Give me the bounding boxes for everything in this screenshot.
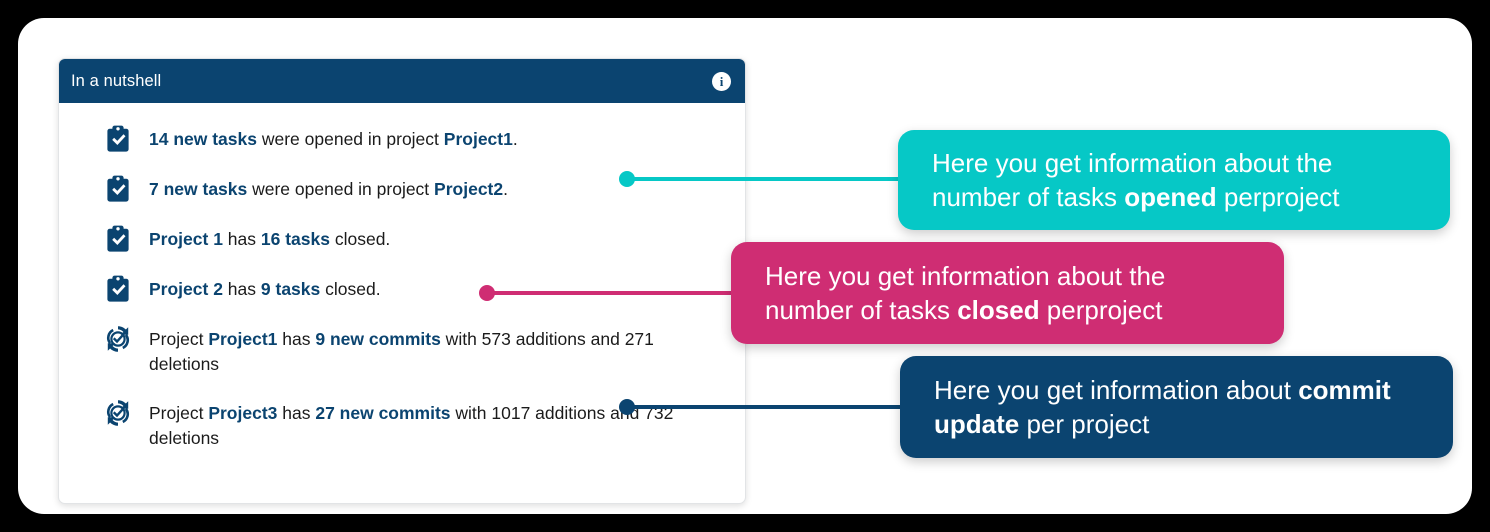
- card-header: In a nutshell i: [59, 59, 745, 103]
- plain-text: has: [277, 402, 316, 423]
- plain-text: has: [222, 229, 261, 249]
- clipboard-check-icon: [101, 122, 135, 156]
- nutshell-row: 14 new tasks were opened in project Proj…: [101, 125, 727, 156]
- emphasis-text: 16 tasks: [260, 229, 330, 249]
- emphasis-text: Project3: [208, 402, 278, 423]
- plain-text: Project: [149, 402, 209, 423]
- commit-sync-check-icon: [101, 396, 135, 430]
- emphasis-text: 14 new tasks: [149, 129, 257, 149]
- plain-text: .: [512, 129, 518, 149]
- plain-text: perproject: [1216, 182, 1340, 212]
- plain-text: .: [503, 179, 508, 199]
- emphasis-text: 7 new tasks: [149, 179, 248, 199]
- nutshell-row: Project 1 has 16 tasks closed.: [101, 225, 727, 256]
- emphasis-text: 27 new commits: [315, 402, 451, 423]
- nutshell-row: 7 new tasks were opened in project Proje…: [101, 175, 727, 206]
- card-title: In a nutshell: [71, 71, 162, 90]
- plain-text: per project: [1019, 409, 1150, 439]
- callout-commit-update: Here you get information about commit up…: [900, 356, 1453, 458]
- emphasis-text: closed: [957, 295, 1040, 325]
- callout-tasks-opened: Here you get information about the numbe…: [898, 130, 1450, 230]
- callout-text: Here you get information about the numbe…: [898, 146, 1450, 215]
- plain-text: with 573 additions and 271 deletions: [149, 329, 654, 374]
- connector-opened: [619, 171, 906, 187]
- plain-text: Project: [149, 329, 209, 349]
- outer-panel: In a nutshell i 14 new tasks were opened…: [18, 18, 1472, 514]
- emphasis-text: Project 1: [149, 229, 223, 249]
- plain-text: Here you get information about: [934, 374, 1299, 405]
- connector-dot: [479, 285, 495, 301]
- nutshell-row-text: 7 new tasks were opened in project Proje…: [149, 175, 508, 202]
- connector-line: [626, 405, 908, 409]
- nutshell-row-text: Project Project1 has 9 new commits with …: [149, 325, 709, 377]
- nutshell-row: Project 2 has 9 tasks closed.: [101, 275, 727, 306]
- plain-text: were opened in project: [247, 179, 435, 199]
- card-body: 14 new tasks were opened in project Proj…: [59, 103, 745, 482]
- callout-tasks-closed: Here you get information about the numbe…: [731, 242, 1284, 344]
- emphasis-text: opened: [1124, 182, 1217, 212]
- emphasis-text: commit update: [934, 374, 1391, 439]
- emphasis-text: Project 2: [149, 279, 223, 299]
- connector-line: [626, 177, 906, 181]
- plain-text: has: [222, 279, 261, 299]
- nutshell-row: Project Project1 has 9 new commits with …: [101, 325, 727, 377]
- plain-text: perproject: [1039, 295, 1163, 325]
- clipboard-check-icon: [101, 172, 135, 206]
- emphasis-text: Project2: [434, 179, 504, 199]
- emphasis-text: 9 tasks: [260, 279, 321, 299]
- nutshell-row-text: Project 2 has 9 tasks closed.: [149, 275, 381, 302]
- emphasis-text: 9 new commits: [315, 329, 441, 349]
- nutshell-row-text: 14 new tasks were opened in project Proj…: [149, 125, 518, 152]
- callout-text: Here you get information about the numbe…: [731, 259, 1284, 328]
- plain-text: closed.: [329, 229, 391, 249]
- plain-text: Here you get information about the numbe…: [765, 260, 1166, 325]
- nutshell-row: Project Project3 has 27 new commits with…: [101, 399, 727, 451]
- connector-line: [486, 291, 739, 295]
- info-icon[interactable]: i: [712, 71, 731, 91]
- plain-text: closed.: [320, 279, 381, 299]
- plain-text: were opened in project: [256, 129, 444, 149]
- connector-dot: [619, 171, 635, 187]
- plain-text: has: [277, 329, 316, 349]
- connector-closed: [479, 285, 739, 301]
- nutshell-row-text: Project Project3 has 27 new commits with…: [149, 399, 709, 451]
- clipboard-check-icon: [101, 272, 135, 306]
- plain-text: Here you get information about the numbe…: [932, 147, 1333, 212]
- commit-sync-check-icon: [101, 322, 135, 356]
- callout-text: Here you get information about commit up…: [900, 373, 1453, 442]
- connector-dot: [619, 399, 635, 415]
- plain-text: with 1017 additions and 732 deletions: [149, 402, 674, 448]
- in-a-nutshell-card: In a nutshell i 14 new tasks were opened…: [58, 58, 746, 504]
- connector-commit: [619, 399, 908, 415]
- clipboard-check-icon: [101, 222, 135, 256]
- nutshell-row-text: Project 1 has 16 tasks closed.: [149, 225, 390, 252]
- emphasis-text: Project1: [208, 329, 278, 349]
- emphasis-text: Project1: [443, 129, 513, 149]
